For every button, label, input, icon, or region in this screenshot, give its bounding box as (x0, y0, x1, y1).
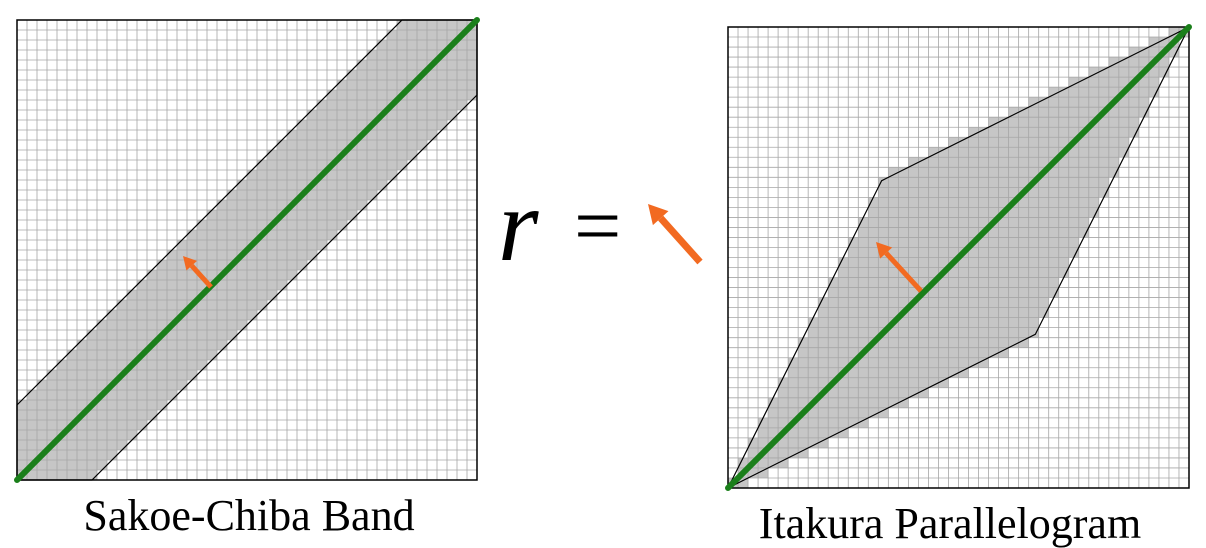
radius-variable: r (498, 168, 539, 283)
itakura-panel: Itakura Parallelogram (725, 24, 1192, 548)
sakoe-chiba-caption: Sakoe-Chiba Band (83, 491, 414, 540)
radius-equation: r = (498, 168, 703, 283)
sakoe-chiba-border (16, 19, 478, 481)
sakoe-chiba-diagonal-path (14, 17, 480, 483)
equals-sign: = (574, 180, 621, 273)
sakoe-chiba-radius-arrow (183, 256, 213, 289)
radius-arrow-icon (648, 204, 703, 265)
sakoe-chiba-panel: Sakoe-Chiba Band (14, 17, 480, 540)
itakura-caption: Itakura Parallelogram (759, 499, 1141, 548)
itakura-border (727, 26, 1190, 489)
itakura-shaded-cells (728, 27, 1189, 488)
sakoe-chiba-grid (17, 20, 477, 480)
itakura-diagonal-path (725, 24, 1192, 491)
itakura-radius-arrow (876, 242, 923, 293)
